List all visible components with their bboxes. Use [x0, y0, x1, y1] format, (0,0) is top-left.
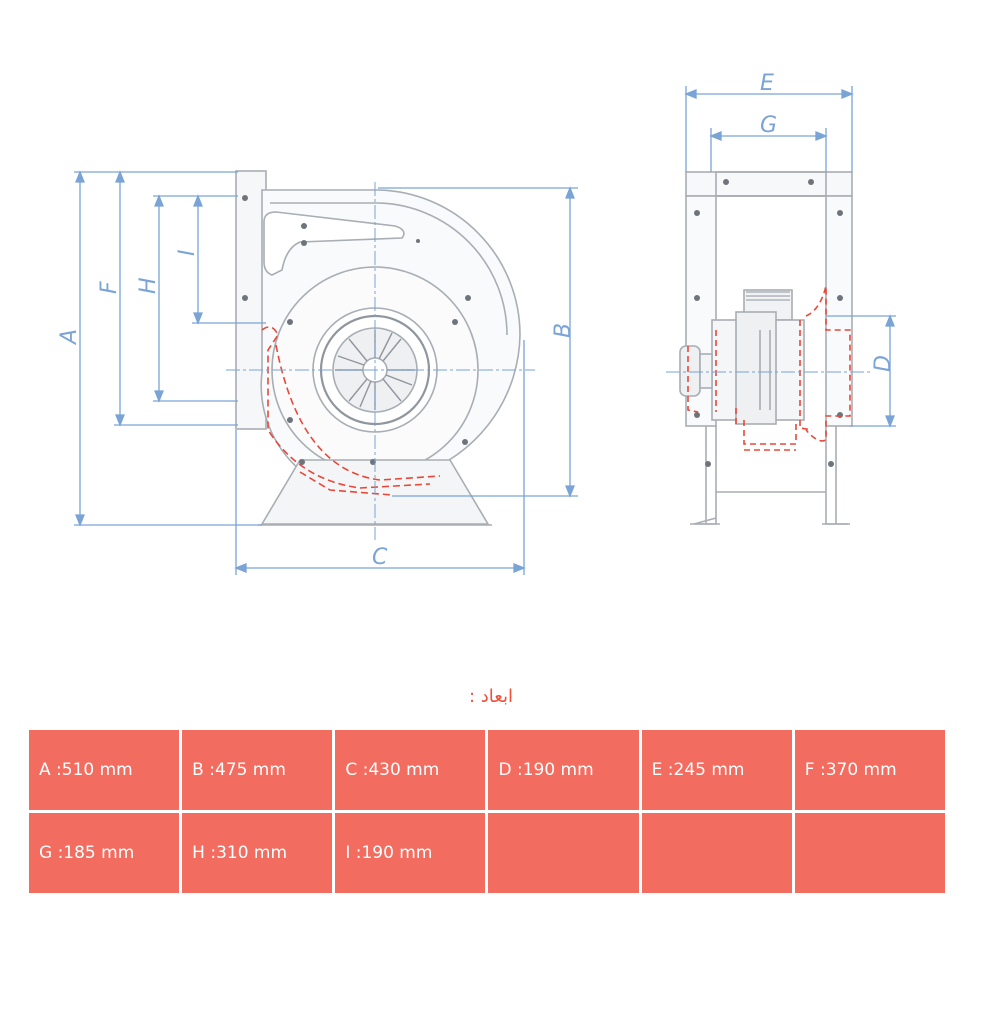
table-cell: G :185 mm — [29, 813, 180, 893]
table-cell — [488, 813, 639, 893]
table-cell: F :370 mm — [794, 730, 945, 810]
table-cell — [794, 813, 945, 893]
table-cell: I :190 mm — [335, 813, 486, 893]
front-dimension-labels: A F H I B C — [57, 250, 576, 571]
dimensions-table: A :510 mm B :475 mm C :430 mm D :190 mm … — [26, 727, 948, 896]
dim-label-a: A — [57, 329, 82, 346]
table-cell: D :190 mm — [488, 730, 639, 810]
table-cell: H :310 mm — [182, 813, 333, 893]
dim-label-g: G — [760, 113, 777, 138]
side-dimension-lines — [684, 86, 896, 428]
front-view-hidden-lines — [261, 326, 441, 496]
table-cell — [641, 813, 792, 893]
side-dimension-labels: E G D — [760, 71, 896, 372]
fan-technical-drawing: A F H I B C — [57, 71, 896, 575]
table-row: G :185 mm H :310 mm I :190 mm — [29, 813, 945, 893]
dim-label-i: I — [175, 250, 200, 257]
front-dimension-lines — [74, 170, 578, 575]
table-row: A :510 mm B :475 mm C :430 mm D :190 mm … — [29, 730, 945, 810]
dimensions-caption: ابعاد : — [469, 686, 513, 707]
table-cell: C :430 mm — [335, 730, 486, 810]
table-cell: E :245 mm — [641, 730, 792, 810]
dim-label-d: D — [871, 355, 896, 372]
side-view — [679, 171, 853, 525]
side-view-hidden-lines — [687, 285, 851, 451]
table-cell: A :510 mm — [29, 730, 180, 810]
front-view — [235, 170, 521, 526]
dim-label-c: C — [372, 545, 388, 570]
dim-label-f: F — [97, 281, 122, 294]
dim-label-b: B — [551, 323, 576, 338]
dim-label-h: H — [136, 277, 161, 294]
dim-label-e: E — [760, 71, 774, 96]
table-cell: B :475 mm — [182, 730, 333, 810]
